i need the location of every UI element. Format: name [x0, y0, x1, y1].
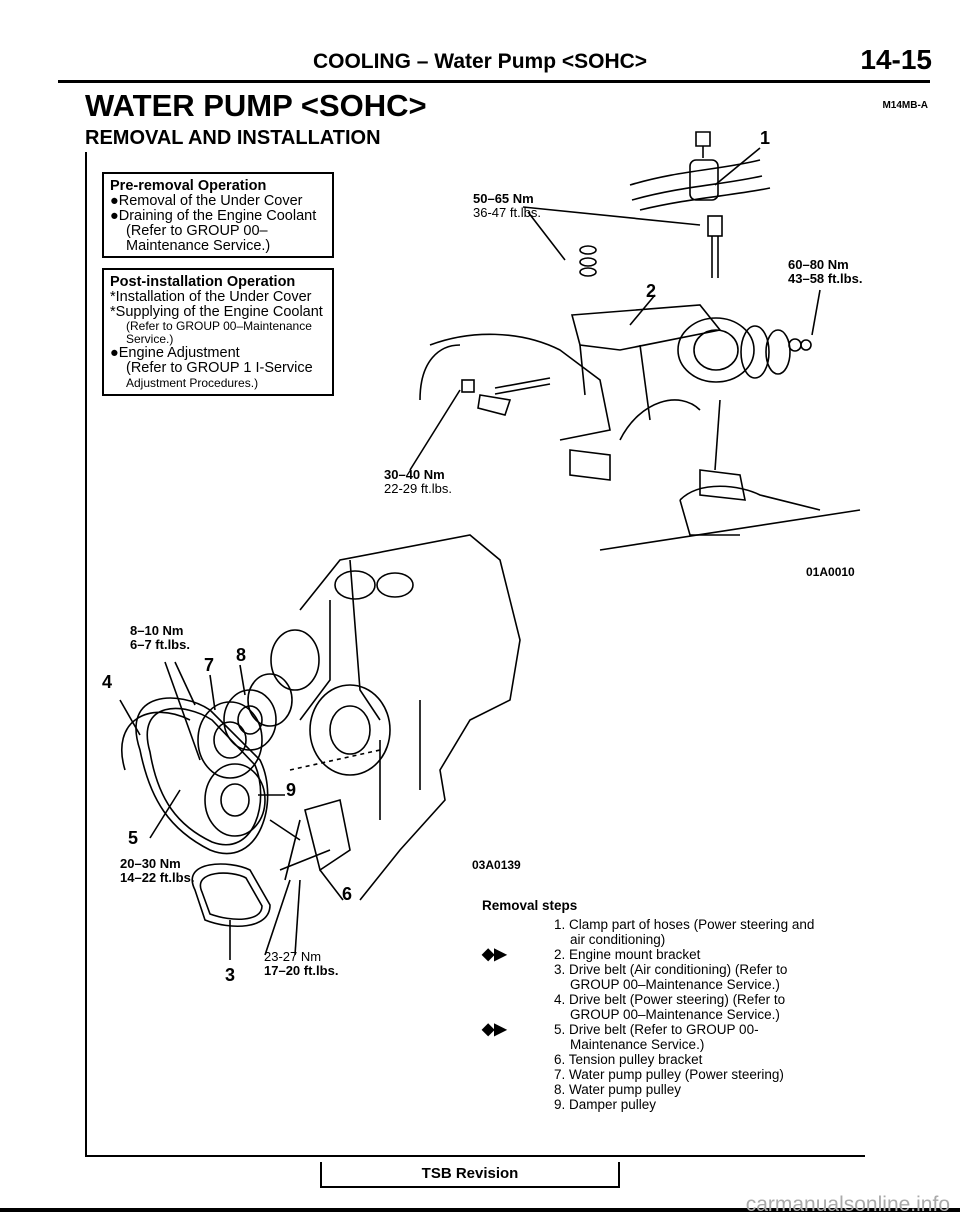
mount-bracket-drawing: [409, 131, 861, 551]
step-marker: ◆▶: [482, 946, 507, 963]
page-header-title: COOLING – Water Pump <SOHC>: [312, 50, 648, 73]
step-marker: [482, 1067, 554, 1082]
watermark: carmanualsonline.info: [745, 1193, 950, 1216]
header-rule: [58, 80, 930, 83]
removal-steps-title: Removal steps: [482, 898, 578, 913]
post-installation-title: Post-installation Operation: [110, 274, 296, 290]
step-text: 5. Drive belt (Refer to GROUP 00-: [554, 1022, 759, 1037]
torque-ftlbs: 17–20 ft.lbs.: [264, 963, 339, 978]
step-text: 1. Clamp part of hoses (Power steering a…: [554, 917, 815, 932]
torque-label: 60–80 Nm 43–58 ft.lbs.: [788, 258, 862, 286]
list-item: ◆▶ 5. Drive belt (Refer to GROUP 00-Maint…: [482, 1021, 862, 1053]
post-installation-note: Adjustment Procedures.): [126, 376, 259, 390]
pre-removal-note: (Refer to GROUP 00–Maintenance Service.): [126, 223, 271, 254]
torque-label: 23-27 Nm 17–20 ft.lbs.: [264, 950, 338, 978]
figure-code: 03A0139: [472, 858, 521, 872]
torque-ftlbs: 36-47 ft.lbs.: [473, 205, 541, 220]
torque-label: 50–65 Nm 36-47 ft.lbs.: [473, 192, 541, 220]
pre-removal-line: ●Removal of the Under Cover: [110, 193, 303, 209]
document-id: M14MB-A: [882, 100, 928, 111]
step-text-continued: air conditioning): [570, 932, 666, 947]
torque-nm: 60–80 Nm: [788, 257, 849, 272]
tsb-revision-box: TSB Revision: [320, 1162, 620, 1188]
list-item: 1. Clamp part of hoses (Power steering a…: [482, 917, 862, 947]
step-marker: [482, 1082, 554, 1097]
list-item: 8. Water pump pulley: [482, 1082, 862, 1097]
pre-removal-box: Pre-removal Operation ●Removal of the Un…: [102, 172, 334, 258]
pre-removal-title: Pre-removal Operation: [110, 178, 267, 194]
list-item: 4. Drive belt (Power steering) (Refer to…: [482, 992, 862, 1022]
callout-number: 5: [128, 828, 139, 848]
pre-removal-line: ●Draining of the Engine Coolant: [110, 208, 317, 224]
torque-nm: 23-27 Nm: [264, 949, 322, 964]
figure-code: 01A0010: [806, 565, 855, 579]
torque-nm: 50–65 Nm: [473, 191, 534, 206]
torque-nm: 20–30 Nm: [120, 856, 181, 871]
step-text: 9. Damper pulley: [554, 1097, 657, 1112]
torque-label: 20–30 Nm 14–22 ft.lbs.: [120, 857, 194, 885]
page-bottom-rule: [0, 1208, 960, 1212]
callout-number: 1: [760, 128, 771, 148]
step-text: 6. Tension pulley bracket: [554, 1052, 703, 1067]
section-subheading: REMOVAL AND INSTALLATION: [85, 127, 381, 149]
list-item: 3. Drive belt (Air conditioning) (Refer …: [482, 962, 862, 992]
step-text: 3. Drive belt (Air conditioning) (Refer …: [554, 962, 788, 977]
list-item: ◆▶ 2. Engine mount bracket: [482, 946, 862, 963]
drive-belt-drawing: [119, 534, 521, 960]
callout-number: 4: [102, 672, 113, 692]
callout-number: 9: [286, 780, 297, 800]
list-item: 6. Tension pulley bracket: [482, 1052, 862, 1067]
step-text: 4. Drive belt (Power steering) (Refer to: [554, 992, 786, 1007]
post-installation-line: *Installation of the Under Cover: [110, 289, 312, 305]
callout-number: 8: [236, 645, 247, 665]
step-text: 2. Engine mount bracket: [554, 947, 701, 962]
step-marker: [482, 992, 554, 1022]
callout-number: 2: [646, 281, 657, 301]
post-installation-note: (Refer to GROUP 00–Maintenance Service.): [126, 319, 312, 346]
torque-nm: 30–40 Nm: [384, 467, 445, 482]
callout-number: 3: [225, 965, 236, 985]
torque-ftlbs: 22-29 ft.lbs.: [384, 481, 452, 496]
step-text-continued: GROUP 00–Maintenance Service.): [570, 977, 780, 992]
post-installation-line: ●Engine Adjustment: [110, 345, 240, 361]
left-margin-rule: [85, 152, 87, 1155]
step-marker: [482, 962, 554, 992]
step-marker: [482, 1052, 554, 1067]
torque-ftlbs: 43–58 ft.lbs.: [788, 271, 863, 286]
torque-label: 30–40 Nm 22-29 ft.lbs.: [384, 468, 452, 496]
torque-ftlbs: 6–7 ft.lbs.: [130, 637, 190, 652]
callout-number: 6: [342, 884, 353, 904]
step-marker: [482, 917, 554, 947]
post-installation-line: *Supplying of the Engine Coolant: [110, 304, 323, 320]
step-marker: ◆▶: [482, 1021, 507, 1038]
torque-label: 8–10 Nm 6–7 ft.lbs.: [130, 624, 190, 652]
step-text: 8. Water pump pulley: [554, 1082, 682, 1097]
step-text-continued: Maintenance Service.): [570, 1037, 705, 1052]
callout-number: 7: [204, 655, 215, 675]
step-marker: [482, 1097, 554, 1112]
torque-nm: 8–10 Nm: [130, 623, 184, 638]
post-installation-note: (Refer to GROUP 1 I-Service: [126, 360, 313, 376]
step-text: 7. Water pump pulley (Power steering): [554, 1067, 784, 1082]
step-text-continued: GROUP 00–Maintenance Service.): [570, 1007, 780, 1022]
list-item: 7. Water pump pulley (Power steering): [482, 1067, 862, 1082]
list-item: 9. Damper pulley: [482, 1097, 862, 1112]
removal-steps: Removal steps 1. Clamp part of hoses (Po…: [482, 898, 862, 1112]
torque-ftlbs: 14–22 ft.lbs.: [120, 870, 195, 885]
page-number: 14-15: [860, 44, 932, 75]
post-installation-box: Post-installation Operation *Installatio…: [102, 268, 334, 396]
footer-rule: [85, 1155, 865, 1157]
section-heading: WATER PUMP <SOHC>: [85, 88, 427, 123]
